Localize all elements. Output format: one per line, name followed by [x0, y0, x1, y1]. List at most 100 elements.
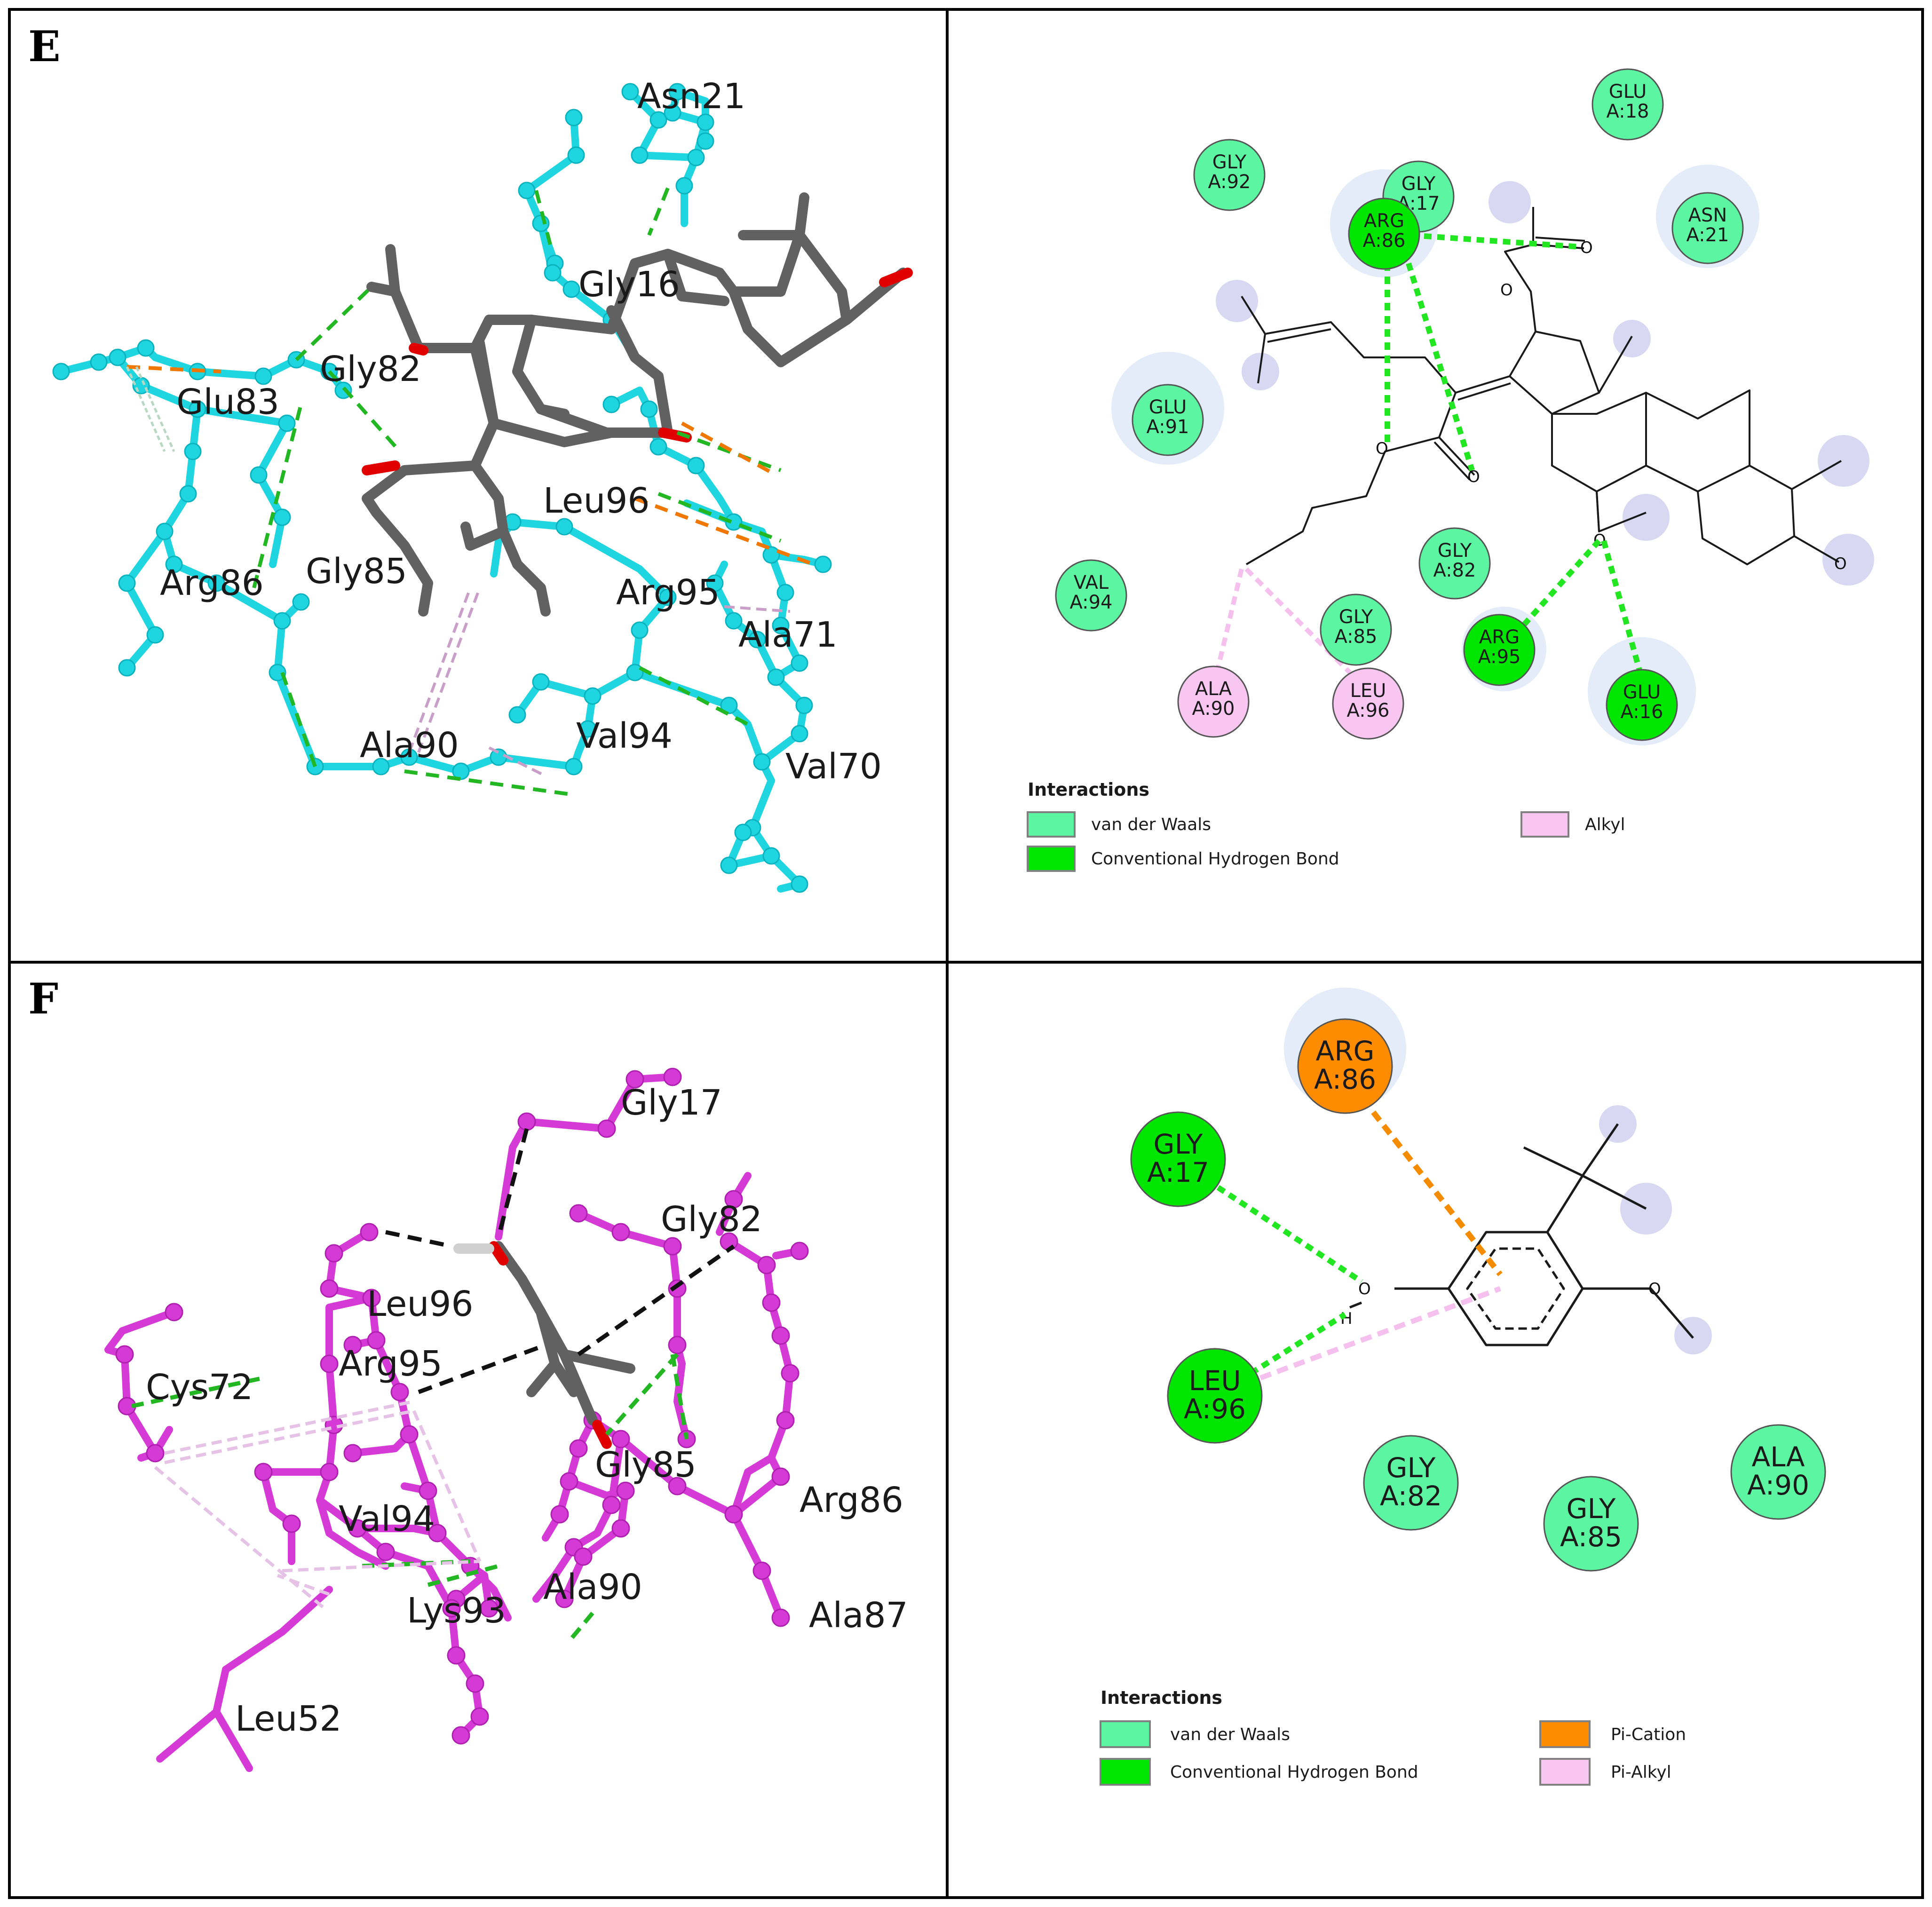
e-res-glu-a16: GLU A:16 [1606, 669, 1678, 741]
svg-text:GLU: GLU [1609, 81, 1647, 103]
f-ligand-oxygens [489, 1241, 612, 1449]
f-legend-swatch-pialkyl [1539, 1758, 1591, 1786]
e-res-gly-a82: GLY A:82 [1418, 527, 1491, 600]
f-legend: Interactions van der Waals Conventional … [1100, 1687, 1686, 1786]
f-2d-hbonds [1216, 1185, 1363, 1376]
e-label-gly16: Gly16 [578, 264, 680, 305]
panel-e-2d-diagram: O O O O O O GLU A:18 [1027, 68, 1874, 872]
svg-text:A:96: A:96 [1346, 700, 1389, 721]
svg-text:A:92: A:92 [1208, 171, 1251, 193]
e-ligand-skeleton [1241, 207, 1842, 565]
e-atom-o1: O [1580, 238, 1593, 257]
f-label-cys72: Cys72 [146, 1367, 253, 1408]
f-black-dashes [385, 1128, 735, 1394]
f-res-gly-a85: GLY A:85 [1543, 1476, 1639, 1572]
figure-grid [8, 8, 1924, 1899]
e-res-asn-a21: ASN A:21 [1671, 192, 1744, 264]
e-label-val70: Val70 [785, 746, 882, 787]
svg-text:VAL: VAL [1074, 572, 1109, 593]
svg-text:LEU: LEU [1188, 1365, 1241, 1397]
svg-text:A:16: A:16 [1620, 701, 1663, 723]
svg-text:ASN: ASN [1688, 205, 1727, 226]
f-green-dashes [131, 1353, 689, 1643]
svg-text:GLY: GLY [1401, 173, 1436, 195]
svg-text:A:82: A:82 [1433, 560, 1476, 581]
e-legend-swatch-vdw [1027, 811, 1076, 838]
f-res-gly-a17: GLY A:17 [1130, 1111, 1226, 1207]
f-legend-pication: Pi-Cation [1611, 1725, 1686, 1744]
f-2d-pication [1371, 1110, 1503, 1276]
f-protein-atoms [115, 1068, 809, 1745]
f-res-arg-a86: ARG A:86 [1297, 1018, 1393, 1114]
e-res-gly-a85: GLY A:85 [1320, 593, 1392, 666]
e-res-gly-a92: GLY A:92 [1193, 139, 1266, 211]
f-2d-pialkyl [1259, 1286, 1501, 1381]
f-legend-swatch-hbond [1100, 1758, 1151, 1786]
svg-text:A:86: A:86 [1314, 1063, 1376, 1095]
svg-text:ALA: ALA [1752, 1441, 1805, 1473]
e-label-ala90: Ala90 [360, 725, 459, 766]
f-legend-title: Interactions [1101, 1687, 1222, 1708]
svg-text:ARG: ARG [1479, 626, 1520, 648]
e-res-glu-a18: GLU A:18 [1592, 68, 1664, 141]
f-ligand-skeleton [1349, 1123, 1694, 1346]
f-res-leu-a96: LEU A:96 [1167, 1348, 1263, 1444]
e-legend-hbond: Conventional Hydrogen Bond [1091, 849, 1339, 869]
e-2d-alkyl [1216, 567, 1352, 674]
e-alkyl-dashes [408, 587, 791, 777]
f-label-gly85: Gly85 [595, 1445, 697, 1485]
svg-text:A:85: A:85 [1334, 626, 1377, 648]
panel-f-2d-diagram: O H O ARG A:86 GLY A:17 LEU A:96 [1100, 988, 1826, 1786]
e-label-asn21: Asn21 [637, 76, 745, 117]
f-3d-labels: Gly17 Gly82 Leu96 Arg95 Cys72 Gly85 Arg8… [146, 1083, 908, 1739]
svg-text:A:82: A:82 [1380, 1480, 1442, 1512]
svg-text:GLY: GLY [1386, 1452, 1436, 1484]
f-2d-residues: ARG A:86 GLY A:17 LEU A:96 GLY A:82 GLY [1130, 1018, 1826, 1572]
panel-e-3d-view: E [28, 22, 913, 893]
svg-text:A:95: A:95 [1478, 646, 1520, 668]
e-label-ala71: Ala71 [738, 615, 838, 655]
f-label-arg86: Arg86 [800, 1480, 903, 1520]
svg-text:A:90: A:90 [1192, 698, 1235, 720]
f-legend-swatch-pication [1539, 1720, 1591, 1748]
svg-text:A:17: A:17 [1147, 1156, 1209, 1188]
svg-text:ARG: ARG [1364, 210, 1404, 232]
e-label-arg95: Arg95 [616, 572, 720, 613]
e-legend-alkyl: Alkyl [1585, 815, 1625, 834]
f-label-gly17: Gly17 [621, 1083, 722, 1123]
e-legend: Interactions van der Waals Conventional … [1027, 779, 1625, 872]
svg-text:ARG: ARG [1316, 1035, 1375, 1067]
svg-text:ALA: ALA [1195, 678, 1232, 700]
f-label-val94: Val94 [339, 1499, 435, 1539]
e-label-glu83: Glu83 [176, 382, 279, 422]
panel-f-letter: F [28, 974, 58, 1024]
svg-text:A:18: A:18 [1606, 101, 1649, 122]
f-pialkyl-dashes [154, 1400, 482, 1610]
f-res-gly-a82: GLY A:82 [1363, 1435, 1459, 1531]
e-label-val94: Val94 [576, 716, 673, 756]
f-legend-vdw: van der Waals [1170, 1725, 1290, 1744]
svg-text:A:86: A:86 [1362, 230, 1405, 252]
e-atom-o2: O [1500, 281, 1513, 300]
svg-text:GLU: GLU [1149, 396, 1187, 418]
f-label-ala90: Ala90 [543, 1567, 642, 1607]
f-res-ala-a90: ALA A:90 [1730, 1424, 1826, 1520]
f-label-lys93: Lys93 [407, 1590, 506, 1631]
e-label-gly82: Gly82 [320, 349, 421, 389]
svg-text:GLY: GLY [1212, 151, 1247, 173]
svg-text:LEU: LEU [1350, 680, 1386, 702]
e-legend-vdw: van der Waals [1091, 815, 1211, 834]
e-interaction-dashes [127, 187, 815, 797]
e-legend-title: Interactions [1028, 779, 1149, 800]
e-label-arg86: Arg86 [160, 563, 264, 603]
svg-text:A:85: A:85 [1560, 1521, 1622, 1553]
f-legend-pialkyl: Pi-Alkyl [1611, 1763, 1671, 1782]
f-legend-swatch-vdw [1100, 1720, 1151, 1748]
svg-text:GLY: GLY [1339, 606, 1373, 628]
e-2d-hbonds [1385, 232, 1644, 678]
e-2d-residues: GLU A:18 GLY A:92 GLY A:17 ARG A:86 ASN [1055, 68, 1744, 741]
f-label-arg95: Arg95 [339, 1344, 443, 1384]
e-res-arg-a86: ARG A:86 [1348, 198, 1420, 270]
e-atom-o6: O [1834, 554, 1847, 573]
e-ligand-sticks [362, 192, 908, 617]
